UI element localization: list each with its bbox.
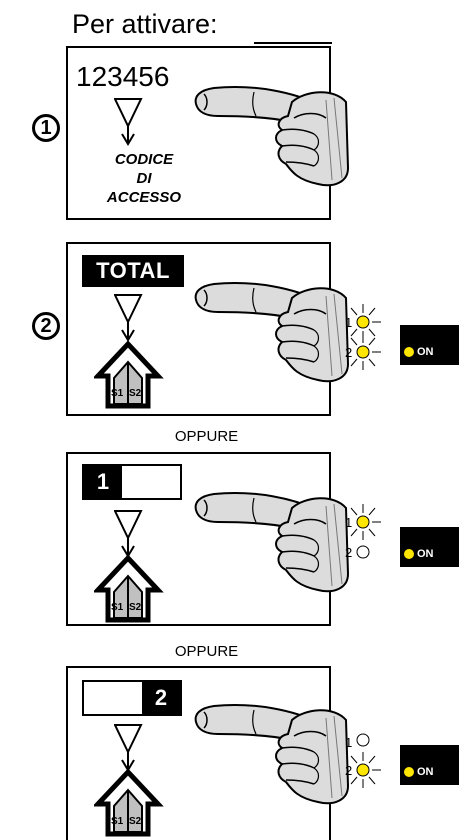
status-on-label: ON — [417, 547, 434, 561]
access-code-label-line2: DI — [94, 169, 194, 188]
sector-s2-label: S2 — [129, 816, 141, 827]
house-icon — [94, 552, 164, 626]
sector-s1-label: S1 — [111, 388, 123, 399]
zone-1-key: 1 — [82, 464, 182, 500]
step-2-number: 2 — [32, 312, 60, 340]
title-underline — [254, 42, 332, 44]
pointing-hand-icon — [194, 268, 354, 388]
zone-2-key-label: 2 — [142, 682, 180, 714]
status-on-box: ON — [400, 527, 459, 567]
zone-1-key-label: 1 — [84, 466, 122, 498]
sector-s2-label: S2 — [129, 388, 141, 399]
step-1-number: 1 — [32, 114, 60, 142]
access-code: 123456 — [76, 62, 169, 92]
led-indicator-icon — [340, 718, 386, 798]
oppure-separator: OPPURE — [0, 643, 437, 661]
sector-s1-label: S1 — [111, 816, 123, 827]
total-key: TOTAL — [82, 255, 184, 287]
status-on-box: ON — [400, 745, 459, 785]
status-on-label: ON — [417, 345, 434, 359]
access-code-label-line1: CODICE — [94, 150, 194, 169]
arrow-down-icon — [114, 294, 144, 344]
zone-2-key: 2 — [82, 680, 182, 716]
house-icon — [94, 338, 164, 412]
pointing-hand-icon — [194, 72, 354, 192]
led-2-number: 2 — [345, 346, 352, 360]
pointing-hand-icon — [194, 690, 354, 810]
pointing-hand-icon — [194, 478, 354, 598]
oppure-separator: OPPURE — [0, 428, 437, 446]
led-indicator-icon — [340, 500, 386, 570]
led-indicator-icon — [340, 300, 386, 380]
status-on-label: ON — [417, 765, 434, 779]
house-icon — [94, 766, 164, 840]
access-code-label-line3: ACCESSO — [94, 188, 194, 207]
sector-s1-label: S1 — [111, 602, 123, 613]
page-title: Per attivare: — [72, 8, 218, 40]
sector-s2-label: S2 — [129, 602, 141, 613]
status-on-box: ON — [400, 325, 459, 365]
status-dot — [404, 549, 414, 559]
status-dot — [404, 347, 414, 357]
arrow-down-icon — [114, 98, 144, 148]
status-dot — [404, 767, 414, 777]
